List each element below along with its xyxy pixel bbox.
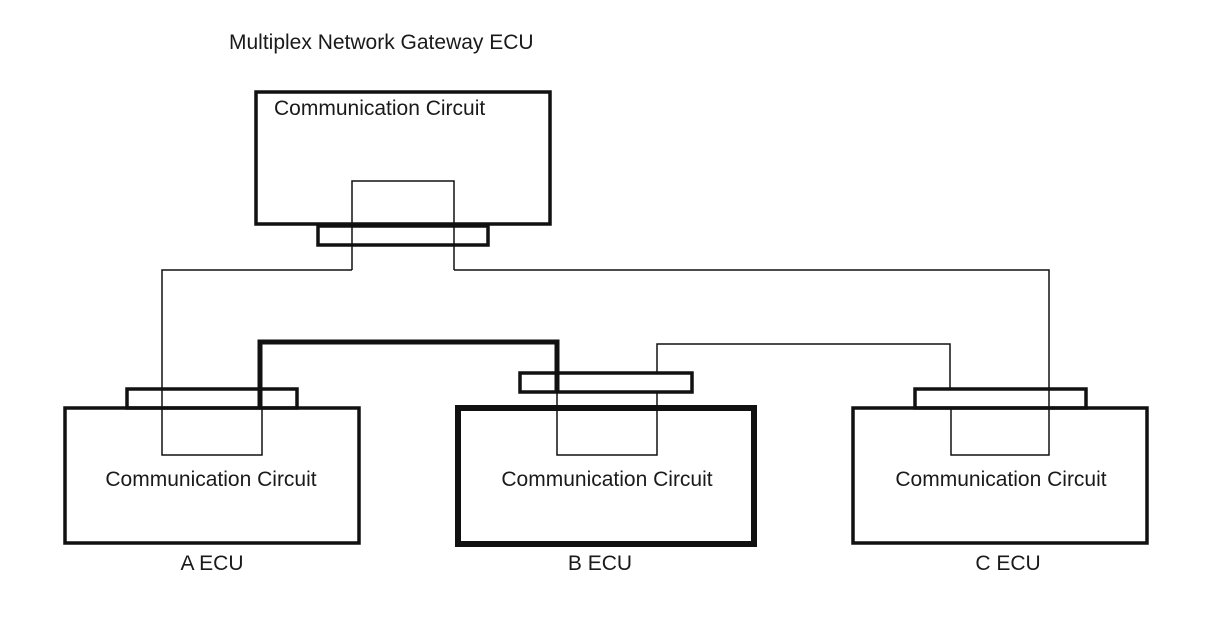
wire-gateway-to-c-ecu [454,269,1050,456]
b-ecu-internal-wire [556,392,658,456]
b-ecu-name: B ECU [567,552,633,575]
gateway-internal-wire [351,180,455,270]
b-ecu-box [455,405,757,547]
c-ecu-circuit-label: Communication Circuit [895,468,1107,491]
gateway-connector [316,224,490,247]
b-ecu-connector [518,371,694,394]
a-ecu-name: A ECU [180,552,244,575]
a-ecu-connector [125,387,299,410]
a-ecu-circuit-label: Communication Circuit [105,468,317,491]
b-ecu-circuit-label: Communication Circuit [501,468,713,491]
c-ecu-connector [913,387,1088,410]
wire-b-to-c-ecu [656,343,951,390]
bus-a-to-b [257,339,560,407]
diagram-title: Multiplex Network Gateway ECU [229,31,534,54]
gateway-circuit-label: Communication Circuit [274,97,486,120]
wire-gateway-to-a-ecu [161,269,352,456]
gateway-ecu-box [254,90,552,226]
c-ecu-name: C ECU [975,552,1041,575]
